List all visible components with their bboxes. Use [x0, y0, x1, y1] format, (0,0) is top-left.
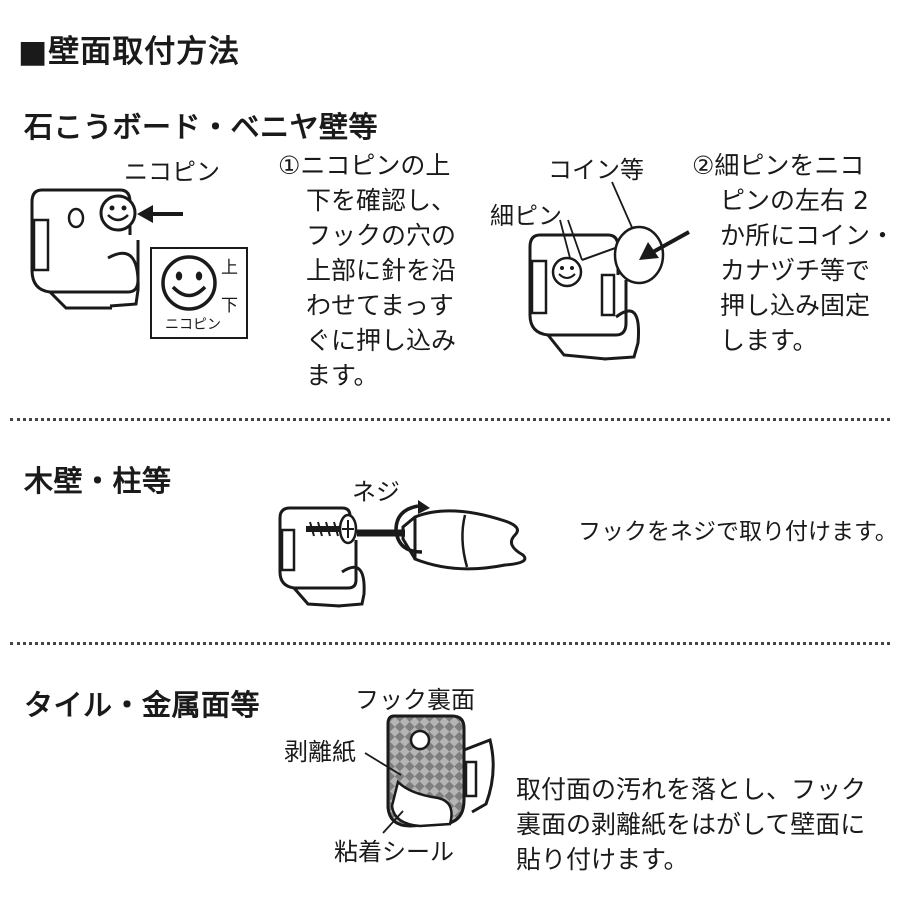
instruction-line: 取付面の汚れを落とし、フック [516, 775, 867, 804]
nikopin-smiley-icon [551, 256, 583, 288]
page-title: ■壁面取付方法 [18, 26, 240, 71]
label-release-paper: 剥離紙 [284, 738, 356, 766]
section2-instruction: フックをネジで取り付けます。 [578, 519, 898, 545]
step2-text: ②細ピンをニコ ピンの左右 2 か所にコイン・ カナヅチ等で 押し込み固定 しま… [692, 148, 895, 358]
push-arrow-icon [639, 230, 690, 260]
pin-mark-label: ニコピン [165, 317, 221, 333]
section-heading-gypsum: 石こうボード・ベニヤ壁等 [24, 110, 379, 144]
step2-line: か所にコイン・ [720, 221, 896, 250]
step1-line: フックの穴の [306, 221, 457, 250]
step2-line: 押し込み固定 [720, 291, 871, 320]
step2-line: します。 [720, 326, 818, 355]
step1-line: わせてまっす [306, 291, 454, 320]
section-divider [10, 642, 890, 645]
step1-line: 下を確認し、 [306, 186, 457, 215]
section-heading-wood: 木壁・柱等 [24, 464, 172, 498]
push-arrow-icon [137, 205, 183, 223]
instruction-line: 貼り付けます。 [516, 845, 689, 874]
instruction-line: 裏面の剥離紙をはがして壁面に [516, 810, 866, 839]
screw-icon [306, 513, 358, 545]
wall-hook-illustration [30, 188, 140, 310]
screwdriver-icon [357, 509, 527, 571]
label-adhesive: 粘着シール [334, 838, 454, 866]
step2-line: カナヅチ等で [720, 256, 871, 285]
large-smiley-icon [161, 255, 217, 311]
label-coin: コイン等 [548, 156, 644, 184]
step2-line: ②細ピンをニコ [692, 151, 865, 180]
step1-line: ①ニコピンの上 [278, 151, 451, 180]
label-nikopin: ニコピン [124, 158, 220, 186]
pin-mark-down: 下 [221, 296, 238, 316]
title-text: ■壁面取付方法 [18, 34, 241, 70]
step1-line: ぐに押し込み [306, 326, 457, 355]
label-fine-pin: 細ピン [490, 202, 562, 230]
step1-line: 上部に針を沿 [306, 256, 457, 285]
label-screw: ネジ [352, 478, 400, 506]
label-hook-back: フック裏面 [355, 686, 475, 714]
step2-line: ピンの左右 2 [720, 186, 869, 215]
section-heading-tile: タイル・金属面等 [24, 688, 261, 722]
step1-line: ます。 [306, 361, 379, 390]
nikopin-smiley-icon [99, 194, 137, 232]
rotation-arrow-icon [394, 500, 430, 554]
section-divider [10, 418, 890, 421]
pin-mark-up: 上 [221, 258, 238, 278]
wall-hook-back-illustration [386, 714, 495, 828]
step1-text: ①ニコピンの上 下を確認し、 フックの穴の 上部に針を沿 わせてまっす ぐに押し… [278, 148, 456, 393]
leader-lines [364, 752, 404, 834]
coin-icon [613, 225, 665, 285]
section3-instruction: 取付面の汚れを落とし、フック 裏面の剥離紙をはがして壁面に 貼り付けます。 [516, 772, 866, 877]
